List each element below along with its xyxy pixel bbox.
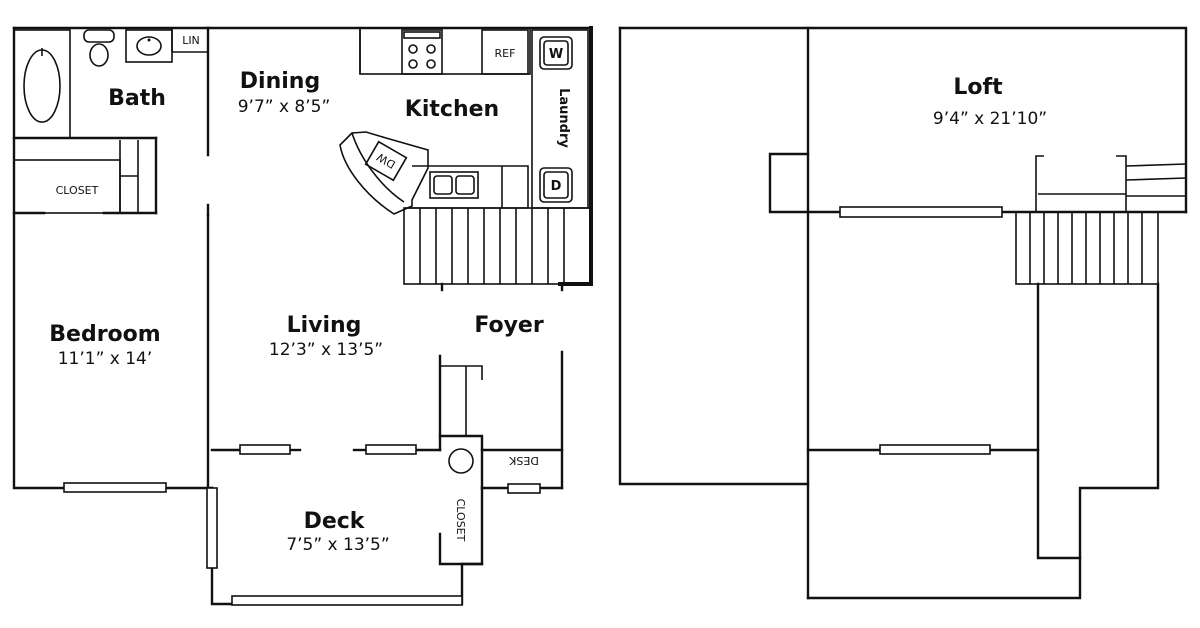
dishwasher-label: DW bbox=[375, 150, 398, 171]
deck-closet-label: CLOSET bbox=[454, 499, 467, 542]
water-heater bbox=[448, 448, 474, 474]
living-size: 12’3” x 13’5” bbox=[269, 340, 383, 360]
living-label: Living bbox=[287, 313, 362, 338]
deck-side-window bbox=[206, 487, 218, 569]
second-floor-stairs bbox=[1015, 211, 1159, 285]
second-floor-windows bbox=[839, 206, 1003, 455]
bedroom-label: Bedroom bbox=[49, 322, 160, 347]
stove-icon bbox=[401, 29, 443, 75]
loft-size: 9’4” x 21’10” bbox=[933, 109, 1047, 129]
bedroom-window bbox=[63, 482, 167, 493]
bath-label: Bath bbox=[108, 86, 166, 111]
bathtub bbox=[13, 29, 71, 139]
dishwasher bbox=[364, 140, 408, 182]
refrigerator bbox=[481, 29, 529, 75]
foyer-window bbox=[507, 483, 541, 494]
toilet-icon bbox=[83, 29, 115, 67]
foyer-label: Foyer bbox=[474, 313, 544, 338]
sink-icon bbox=[125, 29, 173, 63]
kitchen-sink-icon bbox=[429, 171, 479, 199]
dining-size: 9’7” x 8’5” bbox=[238, 97, 331, 117]
living-window-2 bbox=[365, 444, 417, 455]
first-floor: Bath Dining 9’7” x 8’5” Kitchen Laundry … bbox=[12, 26, 593, 606]
kitchen-label: Kitchen bbox=[405, 97, 499, 122]
ref-label: REF bbox=[495, 47, 516, 60]
second-floor: Loft 9’4” x 21’10” bbox=[618, 26, 1188, 600]
first-floor-windows bbox=[63, 444, 541, 606]
dryer-label: D bbox=[551, 179, 562, 194]
bath-fixtures bbox=[13, 29, 173, 139]
loft-label: Loft bbox=[953, 75, 1003, 100]
lower-window bbox=[879, 444, 991, 455]
loft-window bbox=[839, 206, 1003, 218]
dining-label: Dining bbox=[240, 69, 320, 94]
bedroom-closet-label: CLOSET bbox=[56, 184, 99, 197]
linen-label: LIN bbox=[182, 34, 200, 47]
deck-window bbox=[231, 595, 463, 606]
first-floor-stairs bbox=[403, 207, 591, 285]
deck-size: 7’5” x 13’5” bbox=[286, 535, 389, 555]
laundry-label: Laundry bbox=[556, 88, 571, 148]
washer bbox=[539, 36, 573, 70]
bedroom-size: 11’1” x 14’ bbox=[58, 349, 153, 369]
second-floor-walls bbox=[618, 26, 1188, 600]
dryer bbox=[539, 167, 573, 203]
washer-label: W bbox=[549, 47, 563, 62]
living-window-1 bbox=[239, 444, 291, 455]
desk-label: DESK bbox=[508, 454, 538, 467]
deck-label: Deck bbox=[304, 509, 366, 534]
